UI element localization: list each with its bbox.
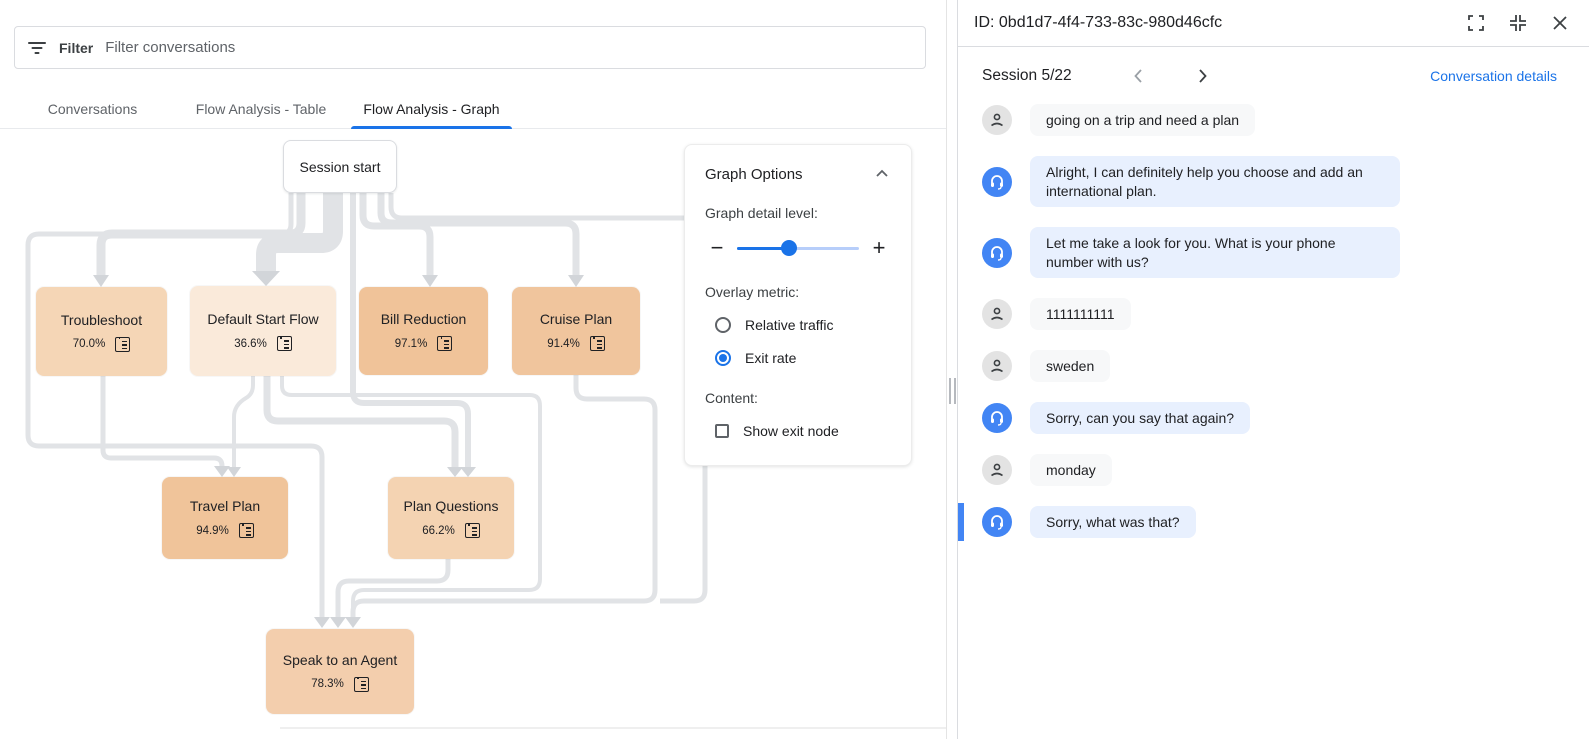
bot-message: Sorry, what was that? [1030, 506, 1196, 538]
message-row-bot: Alright, I can definitely help you choos… [982, 156, 1557, 207]
headset-icon [982, 237, 1012, 268]
flow-graph-canvas[interactable]: Session start Troubleshoot 70.0% Default… [0, 129, 946, 739]
message-row-user: monday [982, 454, 1557, 486]
person-icon [982, 299, 1012, 329]
user-message: going on a trip and need a plan [1030, 104, 1256, 136]
message-row-user: sweden [982, 350, 1557, 382]
panel-divider-line [946, 0, 947, 739]
overlay-metric-label: Overlay metric: [705, 284, 800, 300]
node-exit-rate: 78.3% [311, 678, 344, 690]
slider-thumb[interactable] [781, 240, 797, 256]
detail-increase-button[interactable]: + [872, 235, 886, 260]
filter-conversations-input[interactable]: Filter conversations [105, 39, 236, 56]
collapse-chevron-up-icon[interactable] [873, 165, 891, 183]
flow-node-cruise-plan[interactable]: Cruise Plan 91.4% [512, 287, 640, 375]
list-alt-icon[interactable] [238, 523, 254, 538]
radio-exit-rate[interactable]: Exit rate [705, 350, 891, 366]
list-alt-icon[interactable] [115, 336, 131, 352]
radio-relative-traffic[interactable]: Relative traffic [705, 317, 891, 333]
session-navigation: Session 5/22 Conversation details [982, 60, 1557, 92]
graph-options-card: Graph Options Graph detail level: − + Ov… [684, 144, 912, 466]
node-label: Speak to an Agent [282, 651, 398, 668]
bot-message: Sorry, can you say that again? [1030, 402, 1251, 434]
node-label: Troubleshoot [60, 311, 143, 328]
list-alt-icon[interactable] [589, 336, 605, 351]
node-exit-rate: 36.6% [234, 337, 267, 350]
filter-bar[interactable]: Filter Filter conversations [14, 26, 926, 69]
detail-level-slider[interactable] [737, 240, 859, 256]
panel-resize-handle[interactable] [948, 378, 956, 404]
conversation-details-panel: ID: 0bd1d7-4f4-733-83c-980d46cfc Session… [958, 0, 1589, 739]
node-label: Plan Questions [403, 498, 499, 514]
graph-options-title: Graph Options [705, 165, 803, 183]
headset-icon [982, 166, 1012, 197]
person-icon [982, 105, 1012, 135]
node-label: Travel Plan [189, 498, 261, 514]
current-turn-indicator [958, 503, 964, 541]
previous-session-icon[interactable] [1130, 67, 1148, 85]
list-alt-icon[interactable] [437, 336, 453, 351]
message-row-bot: Let me take a look for you. What is your… [982, 227, 1557, 278]
graph-detail-level-label: Graph detail level: [705, 205, 818, 221]
checkbox-icon[interactable] [715, 424, 729, 438]
session-counter: Session 5/22 [982, 67, 1072, 84]
filter-label: Filter [59, 39, 94, 56]
message-row-user: 1111111111 [982, 298, 1557, 330]
details-panel-border [957, 0, 958, 739]
message-row-bot: Sorry, can you say that again? [982, 402, 1557, 434]
details-header: ID: 0bd1d7-4f4-733-83c-980d46cfc [958, 0, 1589, 47]
node-label: Session start [299, 158, 381, 175]
radio-selected-icon[interactable] [715, 350, 731, 366]
message-list: going on a trip and need a plan Alright,… [958, 104, 1557, 541]
bot-message: Alright, I can definitely help you choos… [1030, 156, 1400, 207]
filter-icon [27, 40, 47, 56]
detail-decrease-button[interactable]: − [710, 235, 724, 260]
conversation-details-link[interactable]: Conversation details [1430, 68, 1557, 84]
user-message: monday [1030, 454, 1112, 486]
person-icon [982, 351, 1012, 381]
node-label: Default Start Flow [207, 311, 319, 327]
list-alt-icon[interactable] [353, 676, 369, 692]
flow-node-speak-to-an-agent[interactable]: Speak to an Agent 78.3% [266, 629, 414, 714]
flow-analysis-panel: Filter Filter conversations Conversation… [0, 26, 946, 739]
flow-node-troubleshoot[interactable]: Troubleshoot 70.0% [36, 287, 167, 376]
flow-node-plan-questions[interactable]: Plan Questions 66.2% [388, 477, 514, 559]
close-icon[interactable] [1551, 14, 1569, 32]
fullscreen-icon[interactable] [1467, 14, 1485, 32]
radio-icon[interactable] [715, 317, 731, 333]
next-session-icon[interactable] [1193, 67, 1211, 85]
node-exit-rate: 66.2% [422, 524, 455, 537]
fullscreen-exit-icon[interactable] [1509, 14, 1527, 32]
user-message: 1111111111 [1030, 298, 1131, 330]
node-exit-rate: 91.4% [547, 337, 580, 350]
message-row-bot-highlighted: Sorry, what was that? [958, 503, 1557, 541]
tab-flow-analysis-table[interactable]: Flow Analysis - Table [195, 101, 327, 117]
content-label: Content: [705, 390, 758, 406]
node-exit-rate: 97.1% [394, 337, 428, 350]
node-exit-rate: 70.0% [72, 338, 106, 350]
list-alt-icon[interactable] [464, 523, 480, 538]
person-icon [982, 455, 1012, 485]
flow-node-default-start-flow[interactable]: Default Start Flow 36.6% [190, 286, 336, 376]
headset-icon [982, 507, 1012, 537]
headset-icon [982, 403, 1012, 433]
node-label: Bill Reduction [380, 311, 467, 327]
bot-message: Let me take a look for you. What is your… [1030, 227, 1400, 278]
list-alt-icon[interactable] [276, 336, 292, 351]
node-exit-rate: 94.9% [196, 524, 229, 537]
checkbox-show-exit-node[interactable]: Show exit node [705, 423, 891, 439]
tab-bar: Conversations Flow Analysis - Table Flow… [0, 90, 946, 129]
flow-node-travel-plan[interactable]: Travel Plan 94.9% [162, 477, 288, 559]
tab-conversations[interactable]: Conversations [47, 101, 138, 117]
flow-node-session-start[interactable]: Session start [283, 140, 397, 193]
conversation-id: ID: 0bd1d7-4f4-733-83c-980d46cfc [974, 14, 1223, 31]
tab-flow-analysis-graph[interactable]: Flow Analysis - Graph [343, 90, 520, 129]
node-label: Cruise Plan [539, 311, 613, 327]
user-message: sweden [1030, 350, 1111, 382]
flow-node-bill-reduction[interactable]: Bill Reduction 97.1% [359, 287, 488, 375]
message-row-user: going on a trip and need a plan [982, 104, 1557, 136]
